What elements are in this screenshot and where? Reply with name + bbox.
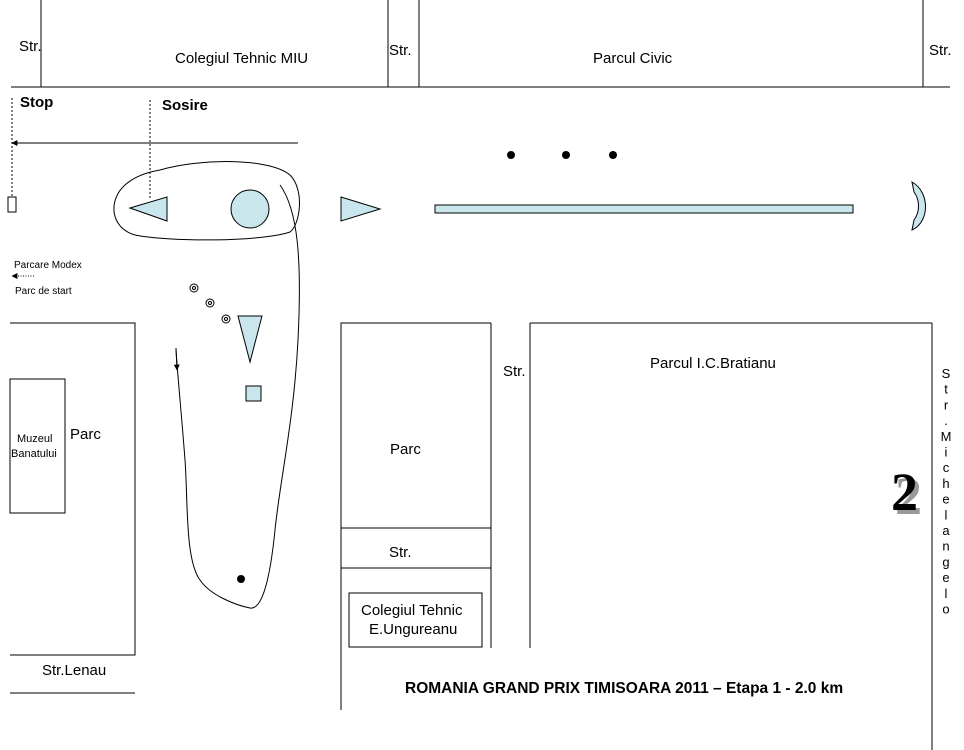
street-label-top-mid: Str.	[389, 42, 412, 59]
loop-arrow-down	[173, 347, 180, 371]
cone-3-outer	[221, 314, 231, 324]
cone-2-inner	[208, 301, 212, 305]
cone-1-outer	[189, 283, 199, 293]
triangle-down	[237, 315, 263, 364]
dot-2	[562, 151, 570, 159]
michelangelo-letter: a	[942, 523, 950, 538]
ungureanu-box	[348, 592, 483, 648]
street-label-bottom: Str.	[389, 544, 412, 561]
street-label-top-left: Str.	[19, 38, 42, 55]
muzeul-box	[9, 378, 66, 514]
street-label-right-vertical: Str.	[503, 363, 526, 380]
bottom-dot	[237, 575, 245, 583]
label-muzeul-1: Muzeul	[17, 433, 52, 445]
michelangelo-letter: o	[942, 602, 949, 617]
street-label-top-right: Str.	[929, 42, 952, 59]
top-blocks	[11, 0, 950, 88]
michelangelo-letter: .	[944, 413, 948, 428]
label-colegiul-miu: Colegiul Tehnic MIU	[175, 50, 308, 67]
loop-path-long	[175, 184, 300, 609]
michelangelo-letter: t	[944, 382, 948, 397]
stage-number-shadow: 2	[895, 466, 922, 526]
label-muzeul-2: Banatului	[11, 448, 57, 460]
label-parc-right: Parc	[390, 441, 421, 458]
michelangelo-letter: r	[944, 397, 949, 412]
circle-obstacle	[230, 189, 270, 229]
michelangelo-letter: i	[945, 445, 948, 460]
label-parc-de-start: Parc de start	[15, 286, 72, 297]
michelangelo-letter: l	[945, 586, 948, 601]
michelangelo-letter: e	[942, 570, 949, 585]
cone-3-inner	[224, 317, 228, 321]
cone-2-outer	[205, 298, 215, 308]
michelangelo-letter: n	[942, 539, 949, 554]
michelangelo-letter: l	[945, 507, 948, 522]
left-block-outline	[10, 322, 136, 656]
label-str-lenau: Str.Lenau	[42, 662, 106, 679]
michelangelo-letter: c	[943, 460, 950, 475]
label-ungureanu-1: Colegiul Tehnic	[361, 602, 463, 619]
label-stop: Stop	[20, 94, 53, 111]
label-sosire: Sosire	[162, 97, 208, 114]
triangle-left	[128, 196, 168, 222]
label-parcare-modex: Parcare Modex	[14, 260, 82, 271]
block-colegiul-miu	[40, 0, 389, 88]
michelangelo-letter: g	[942, 554, 949, 569]
loop-path-top	[113, 161, 300, 241]
michelangelo-letter: M	[941, 429, 952, 444]
label-parcul-bratianu: Parcul I.C.Bratianu	[650, 355, 776, 372]
right-blocks	[340, 322, 933, 750]
triangle-right	[340, 196, 382, 222]
label-parcul-civic: Parcul Civic	[593, 50, 673, 67]
dot-3	[609, 151, 617, 159]
small-square	[245, 385, 262, 402]
right-block-outline	[340, 322, 491, 710]
block-str-gap	[418, 0, 924, 88]
michelangelo-letter: h	[942, 476, 949, 491]
left-block	[9, 322, 136, 694]
stage-number: 2	[891, 462, 918, 522]
stop-marker	[7, 196, 17, 213]
michelangelo-letter: e	[942, 492, 949, 507]
label-parc-left: Parc	[70, 426, 101, 443]
michelangelo-letter: S	[942, 366, 951, 381]
long-bar	[434, 204, 854, 214]
cone-1-inner	[192, 286, 196, 290]
cones	[189, 283, 231, 324]
map-title: ROMANIA GRAND PRIX TIMISOARA 2011 – Etap…	[405, 680, 843, 697]
label-ungureanu-2: E.Ungureanu	[369, 621, 457, 638]
end-arc	[911, 181, 926, 231]
dot-1	[507, 151, 515, 159]
